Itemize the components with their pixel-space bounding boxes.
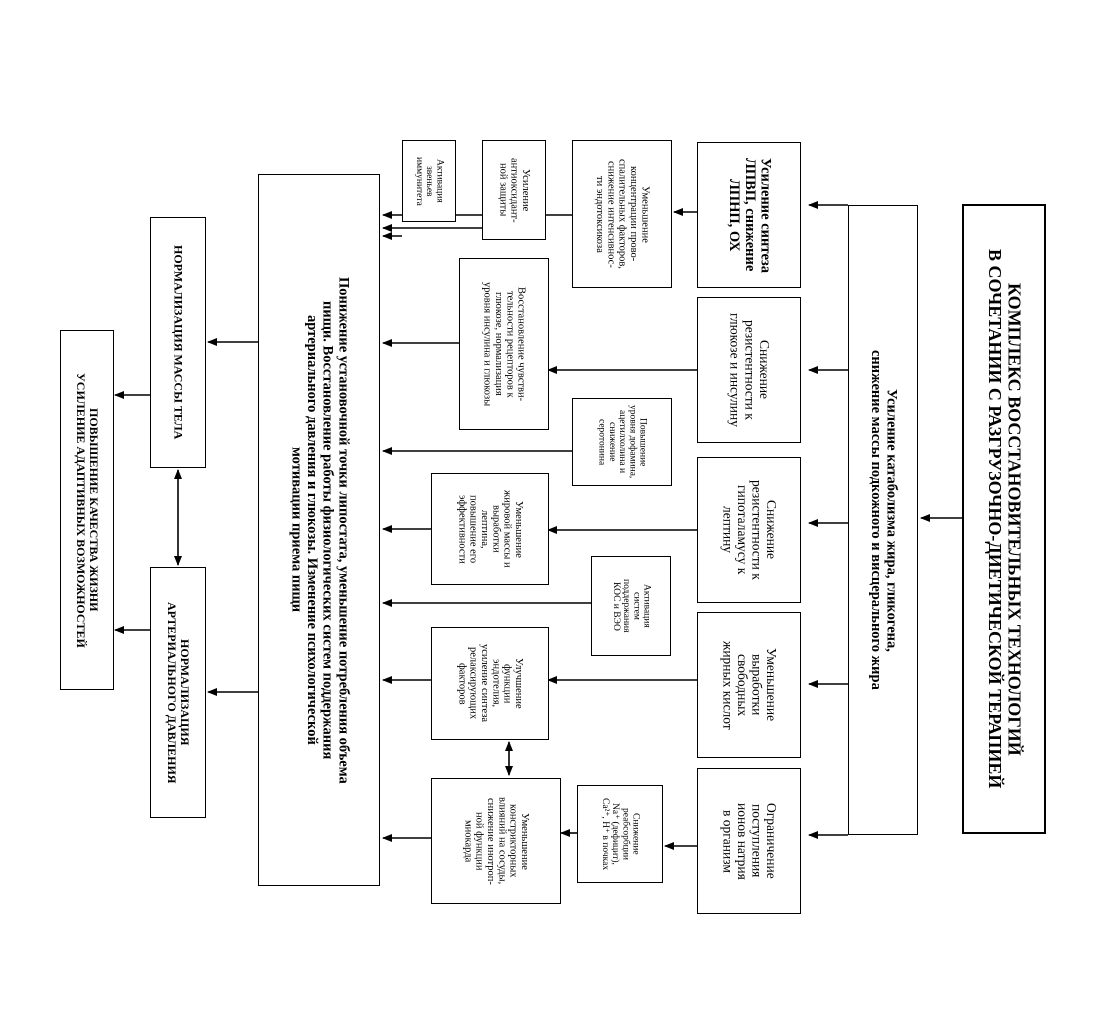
- mechanism-text: Снижение реабсорбции Na⁺ (дефицит), Ca²⁺…: [599, 797, 641, 871]
- mechanism-text: Восстановление чувстви- тельности рецепт…: [481, 281, 527, 407]
- normalization-weight-box: НОРМАЛИЗАЦИЯ МАССЫ ТЕЛА: [150, 217, 206, 468]
- mechanism-box-proinflammatory: Уменьшение концентрации прово- спалитель…: [572, 140, 672, 288]
- mechanism-text: Активация звеньев иммунитета: [413, 156, 445, 206]
- normalization-pressure-box: НОРМАЛИЗАЦИЯ АРТЕРИАЛЬНОГО ДАВЛЕНИЯ: [150, 567, 206, 818]
- mechanism-text: Уменьшение жировой массы и выработки леп…: [456, 490, 524, 568]
- effect-text: Снижение резистентности к глюкозе и инсу…: [727, 313, 772, 427]
- mechanism-text: Повышение уровня дофамина, ацетилхолина …: [596, 405, 648, 479]
- mechanism-text: Уменьшение концентрации прово- спалитель…: [594, 159, 651, 269]
- effect-box-leptin-resistance: Снижение резистентности к гипоталамусу к…: [697, 457, 801, 603]
- effect-box-glucose-insulin: Снижение резистентности к глюкозе и инсу…: [697, 297, 801, 443]
- diagram-title: КОМПЛЕКС ВОССТАНОВИТЕЛЬНЫХ ТЕХНОЛОГИЙ В …: [985, 249, 1025, 789]
- effect-box-fatty-acids: Уменьшение выработки свободных жирных ки…: [697, 612, 801, 758]
- mechanism-box-constrictor: Уменьшение констрикторных влияний на сос…: [431, 778, 561, 904]
- mechanism-box-endothelium: Улучшение функции эндотелия, усиление си…: [431, 627, 549, 740]
- mechanism-box-leptin: Уменьшение жировой массы и выработки леп…: [431, 473, 549, 585]
- effect-text: Снижение резистентности к гипоталамусу к…: [720, 480, 780, 580]
- normalization-weight-text: НОРМАЛИЗАЦИЯ МАССЫ ТЕЛА: [171, 245, 186, 440]
- catabolism-box: Усиление катаболизма жира, гликогена, сн…: [848, 205, 918, 835]
- mechanism-text: Усиление антиоксидант- ной защиты: [497, 157, 531, 223]
- mechanism-box-insulin-sensitivity: Восстановление чувстви- тельности рецепт…: [459, 258, 549, 430]
- effect-box-sodium-intake: Ограничение поступления ионов натрия в о…: [697, 768, 801, 914]
- mechanism-text: Улучшение функции эндотелия, усиление си…: [456, 644, 524, 723]
- mechanism-box-antioxidant: Усиление антиоксидант- ной защиты: [482, 140, 546, 240]
- mechanism-box-kos: Активация систем поддержания КОС и ВЭО: [591, 556, 671, 656]
- outcome-text: ПОВЫШЕНИЕ КАЧЕСТВА ЖИЗНИ УСИЛЕНИЕ АДАПТИ…: [74, 372, 101, 648]
- mechanism-box-dopamine: Повышение уровня дофамина, ацетилхолина …: [572, 398, 672, 486]
- setpoint-box: Понижение установочной точки липостата, …: [258, 174, 380, 886]
- outcome-box: ПОВЫШЕНИЕ КАЧЕСТВА ЖИЗНИ УСИЛЕНИЕ АДАПТИ…: [60, 330, 114, 690]
- mechanism-box-sodium-reabsorption: Снижение реабсорбции Na⁺ (дефицит), Ca²⁺…: [577, 785, 663, 883]
- effect-text: Усиление синтеза ЛПВП, снижение ЛПНП, ОХ: [726, 157, 774, 273]
- title-box: КОМПЛЕКС ВОССТАНОВИТЕЛЬНЫХ ТЕХНОЛОГИЙ В …: [962, 204, 1046, 834]
- effect-box-lipoproteins: Усиление синтеза ЛПВП, снижение ЛПНП, ОХ: [697, 142, 801, 288]
- mechanism-box-immunity: Активация звеньев иммунитета: [402, 140, 456, 222]
- catabolism-text: Усиление катаболизма жира, гликогена, сн…: [868, 350, 900, 690]
- effect-text: Уменьшение выработки свободных жирных ки…: [720, 640, 780, 730]
- setpoint-text: Понижение установочной точки липостата, …: [288, 276, 352, 784]
- mechanism-text: Уменьшение констрикторных влияний на сос…: [462, 797, 530, 885]
- mechanism-text: Активация систем поддержания КОС и ВЭО: [610, 579, 652, 633]
- effect-text: Ограничение поступления ионов натрия в о…: [720, 802, 780, 880]
- normalization-pressure-text: НОРМАЛИЗАЦИЯ АРТЕРИАЛЬНОГО ДАВЛЕНИЯ: [165, 601, 192, 784]
